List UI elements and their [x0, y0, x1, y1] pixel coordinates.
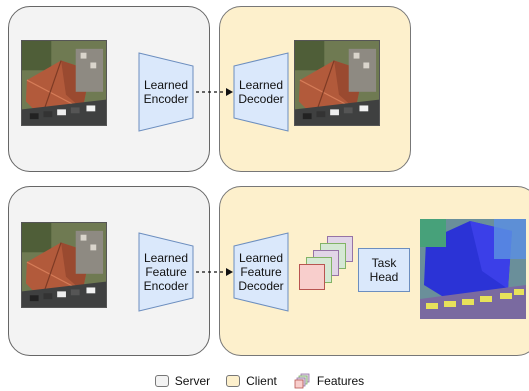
- client-swatch: [226, 375, 241, 387]
- input-aerial-image-top: [21, 40, 107, 126]
- learned-feature-decoder-label: Learned Feature Decoder: [238, 251, 284, 293]
- learned-feature-decoder: Learned Feature Decoder: [233, 232, 289, 312]
- feature-map: [299, 264, 325, 290]
- learned-decoder: Learned Decoder: [233, 52, 289, 132]
- legend: Server Client Features: [0, 373, 529, 389]
- reconstructed-aerial-image: [294, 40, 380, 126]
- legend-server-label: Server: [174, 374, 211, 388]
- dashed-arrow-icon: [196, 268, 233, 276]
- legend-features-label: Features: [316, 374, 365, 388]
- learned-feature-encoder-label: Learned Feature Encoder: [143, 251, 189, 293]
- feature-stack-icon: [294, 373, 310, 389]
- server-swatch: [154, 375, 169, 387]
- legend-client: Client: [226, 374, 277, 388]
- segmentation-output: [420, 219, 526, 319]
- input-aerial-image-bottom: [21, 222, 107, 308]
- dashed-arrow-icon: [196, 88, 233, 96]
- learned-feature-encoder: Learned Feature Encoder: [138, 232, 194, 312]
- learned-encoder: Learned Encoder: [138, 52, 194, 132]
- task-head-label: Task Head: [369, 256, 399, 284]
- legend-client-label: Client: [246, 374, 277, 388]
- legend-features: Features: [293, 373, 364, 389]
- learned-encoder-label: Learned Encoder: [143, 78, 189, 106]
- legend-server: Server: [154, 374, 211, 388]
- task-head: Task Head: [358, 248, 410, 292]
- learned-decoder-label: Learned Decoder: [238, 78, 284, 106]
